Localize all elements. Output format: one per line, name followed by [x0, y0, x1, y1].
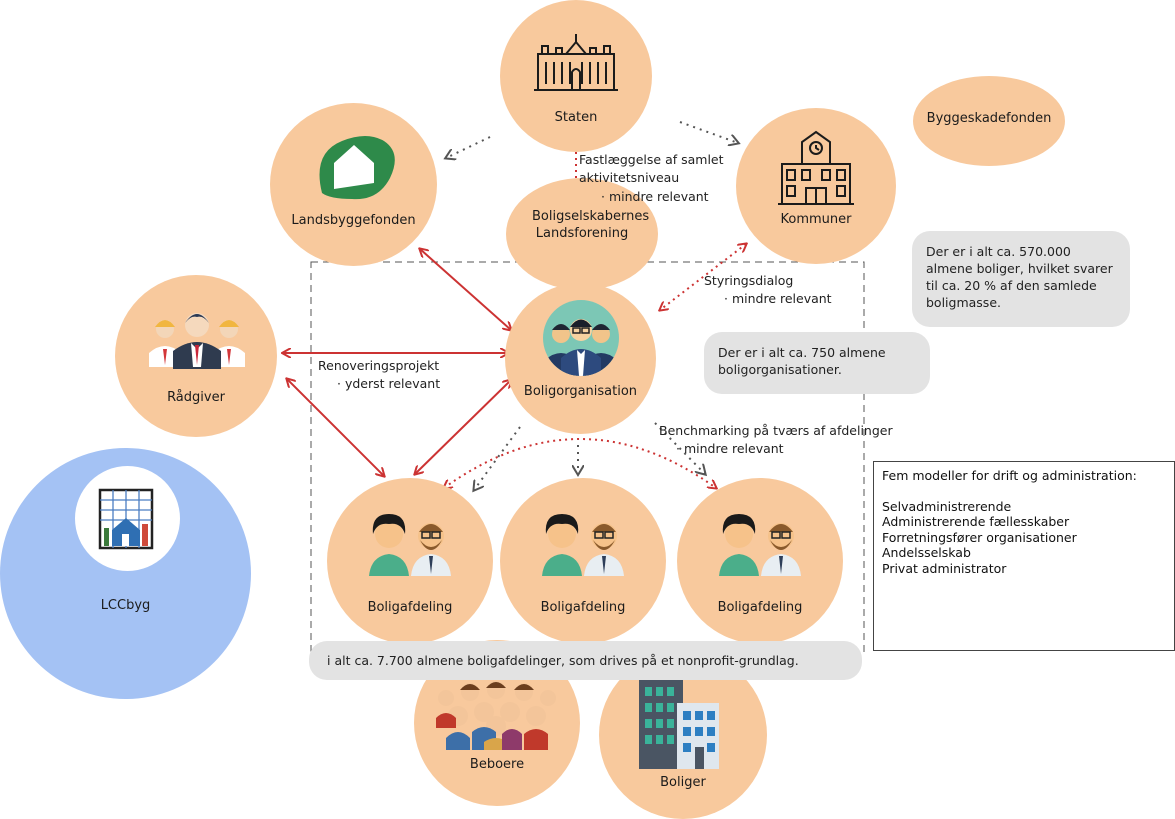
node-boligafdeling-2: Boligafdeling — [500, 478, 666, 644]
label-benchmarking: Benchmarking på tværs af afdelinger — [659, 423, 893, 438]
node-label-byggeskadefonden: Byggeskadefonden — [926, 111, 1052, 126]
node-lccbyg: LCCbyg — [0, 448, 251, 699]
node-boligafdeling-1: Boligafdeling — [327, 478, 493, 644]
residents-crowd-icon — [436, 681, 556, 750]
node-label-kommuner: Kommuner — [780, 212, 852, 227]
info-bubble-afdelinger: i alt ca. 7.700 almene boligafdelinger, … — [309, 641, 862, 680]
node-label-raadgiver: Rådgiver — [167, 390, 225, 405]
arrow-staten-kommuner — [679, 121, 738, 143]
apartment-building-icon — [639, 677, 719, 769]
models-item: Selvadministrerende — [882, 498, 1012, 514]
node-label-landsbyggefonden: Landsbyggefonden — [291, 213, 416, 228]
arrow-kommuner-boligorganisation — [660, 244, 746, 310]
models-box: Fem modeller for drift og administration… — [873, 461, 1175, 651]
arrow-staten-landsbyggefonden — [446, 136, 491, 158]
node-label-bl: Boligselskabernes Landsforening — [532, 209, 650, 241]
models-item: Administrerende fællesskaber — [882, 514, 1070, 529]
parliament-building-icon — [534, 34, 618, 91]
node-label-boligafdeling-2: Boligafdeling — [540, 600, 626, 615]
consultants-group-icon — [149, 313, 245, 369]
node-landsbyggefonden: Landsbyggefonden — [270, 103, 437, 266]
arrow-org-afd-left — [474, 426, 521, 490]
couple-icon — [542, 514, 624, 576]
models-item: Andelsselskab — [882, 545, 971, 560]
node-label-boliger: Boliger — [660, 775, 706, 790]
node-staten: Staten — [500, 0, 652, 152]
arrow-raadgiver-boligafdeling — [287, 379, 384, 476]
node-label-staten: Staten — [554, 110, 598, 125]
couple-icon — [369, 514, 451, 576]
label-renoveringsprojekt: Renoveringsprojekt — [318, 358, 440, 373]
node-kommuner: Kommuner — [736, 108, 896, 264]
models-item: Forretningsfører organisationer — [882, 529, 1077, 545]
lcc-chart-icon — [98, 488, 154, 550]
node-label-boligafdeling-3: Boligafdeling — [717, 600, 803, 615]
node-boligafdeling-3: Boligafdeling — [677, 478, 843, 644]
arrow-org-afd-right — [654, 422, 705, 474]
label-fastlaeggelse-1: Fastlæggelse af samlet — [579, 152, 724, 167]
models-box-title: Fem modeller for drift og administration… — [882, 468, 1137, 483]
label-fastlaeggelse-relevance: · mindre relevant — [601, 189, 709, 204]
label-styringsdialog-relevance: · mindre relevant — [724, 291, 832, 306]
label-renoveringsprojekt-relevance: · yderst relevant — [337, 376, 441, 391]
node-label-boligorganisation: Boligorganisation — [523, 384, 638, 399]
label-benchmarking-relevance: · mindre relevant — [676, 441, 784, 456]
arrow-landsbyggefonden-boligorganisation — [420, 249, 511, 330]
node-raadgiver: Rådgiver — [115, 275, 277, 437]
arrow-boligorganisation-boligafdeling — [415, 380, 511, 474]
arrow-benchmarking — [444, 438, 716, 488]
info-bubble-organisationer: Der er i alt ca. 750 almene boligorganis… — [704, 332, 930, 394]
town-hall-icon — [778, 130, 854, 205]
node-boligorganisation: Boligorganisation — [505, 283, 656, 434]
label-fastlaeggelse-2: aktivitetsniveau — [579, 170, 680, 185]
info-bubble-boliger: Der er i alt ca. 570.000 almene boliger,… — [912, 231, 1130, 327]
label-styringsdialog: Styringsdialog — [704, 273, 794, 288]
models-item: Privat administrator — [882, 560, 1007, 576]
landsbyggefonden-logo-icon — [319, 136, 395, 200]
node-label-boligafdeling-1: Boligafdeling — [367, 600, 453, 615]
node-byggeskadefonden: Byggeskadefonden — [913, 76, 1065, 166]
business-team-icon — [545, 319, 617, 376]
node-label-beboere: Beboere — [469, 757, 525, 772]
node-label-lccbyg: LCCbyg — [100, 598, 151, 613]
couple-icon — [719, 514, 801, 576]
node-bl: Boligselskabernes Landsforening — [506, 178, 658, 290]
